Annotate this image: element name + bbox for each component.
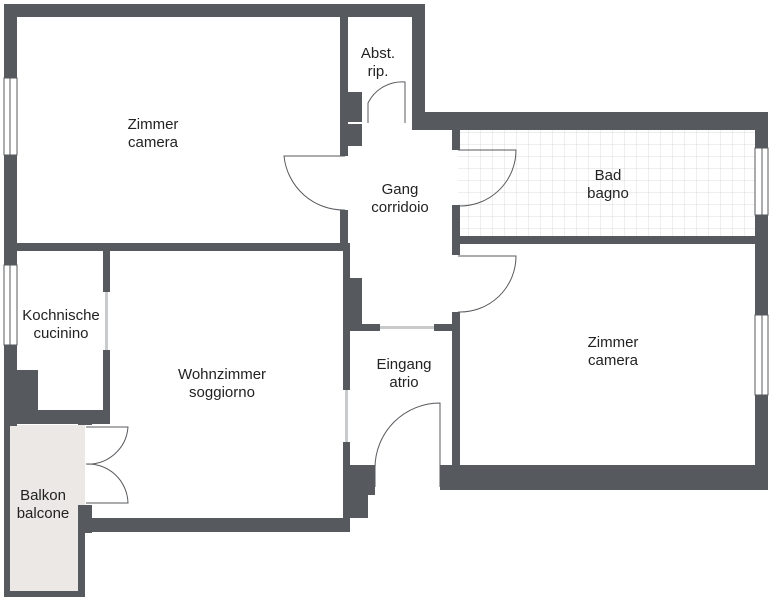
room-eingang: Eingang atrio: [376, 356, 431, 391]
room-gang: Gang corridoio: [371, 181, 429, 216]
room-name-it: cucinino: [33, 325, 88, 342]
room-name-de: Zimmer: [588, 334, 639, 351]
room-name-it: camera: [128, 134, 179, 151]
room-name-de: Abst.: [361, 45, 395, 62]
walls: [4, 4, 768, 597]
room-name-de: Zimmer: [128, 116, 179, 133]
room-bad: Bad bagno: [587, 167, 629, 202]
room-balkon: Balkon balcone: [17, 487, 70, 522]
room-name-de: Balkon: [20, 487, 66, 504]
room-name-de: Bad: [595, 167, 622, 184]
room-zimmer-2: Zimmer camera: [588, 334, 639, 369]
room-name-de: Eingang: [376, 356, 431, 373]
room-name-it: soggiorno: [189, 384, 255, 401]
room-kochnische: Kochnische cucinino: [22, 307, 100, 342]
room-name-it: corridoio: [371, 199, 429, 216]
room-name-it: camera: [588, 352, 639, 369]
room-name-de: Kochnische: [22, 307, 100, 324]
bathroom-tile-floor: [458, 130, 755, 236]
room-name-de: Wohnzimmer: [178, 366, 266, 383]
room-name-it: balcone: [17, 505, 70, 522]
room-name-it: rip.: [368, 63, 389, 80]
room-zimmer-1: Zimmer camera: [128, 116, 179, 151]
room-name-de: Gang: [382, 181, 419, 198]
room-name-it: atrio: [389, 374, 418, 391]
balcony-floor: [10, 425, 85, 593]
room-abstellraum: Abst. rip.: [361, 45, 395, 80]
doors: [85, 81, 517, 504]
room-name-it: bagno: [587, 185, 629, 202]
room-wohnzimmer: Wohnzimmer soggiorno: [178, 366, 266, 401]
